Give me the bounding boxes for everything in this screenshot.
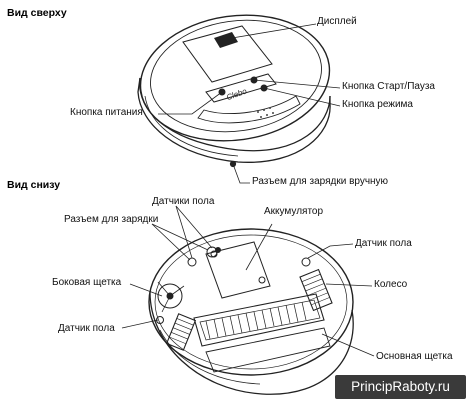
label-side-brush: Боковая щетка <box>52 277 122 288</box>
label-charge-port: Разъем для зарядки <box>64 214 159 225</box>
label-power: Кнопка питания <box>70 107 143 118</box>
logo-text: Clebo <box>225 86 248 102</box>
speaker-grille <box>257 107 274 118</box>
label-display: Дисплей <box>317 16 357 27</box>
side-brush <box>157 283 183 309</box>
bottom-leader-lines <box>121 205 375 357</box>
label-mode: Кнопка режима <box>342 99 413 110</box>
floor-sensor-right <box>301 257 311 267</box>
label-floor-sensors: Датчики пола <box>152 196 215 207</box>
label-main-brush: Основная щетка <box>376 351 453 362</box>
charge-contact <box>215 247 221 253</box>
label-manual-charge: Разъем для зарядки вручную <box>252 176 389 187</box>
label-floor-sensor-left: Датчик пола <box>58 323 115 334</box>
right-wheel <box>299 268 333 312</box>
main-brush <box>193 293 331 373</box>
top-view-header: Вид сверху <box>7 7 67 19</box>
bottom-view-header: Вид снизу <box>7 179 61 191</box>
label-floor-sensor-right: Датчик пола <box>355 238 412 249</box>
left-wheel <box>165 313 197 351</box>
watermark-badge: PrincipRaboty.ru <box>335 375 466 399</box>
top-leader-lines <box>158 23 341 184</box>
display-screen <box>214 32 238 48</box>
label-wheel: Колесо <box>374 279 408 290</box>
bottom-view-robot <box>148 228 354 395</box>
label-start-pause: Кнопка Старт/Пауза <box>342 81 435 92</box>
label-battery: Аккумулятор <box>264 206 324 217</box>
